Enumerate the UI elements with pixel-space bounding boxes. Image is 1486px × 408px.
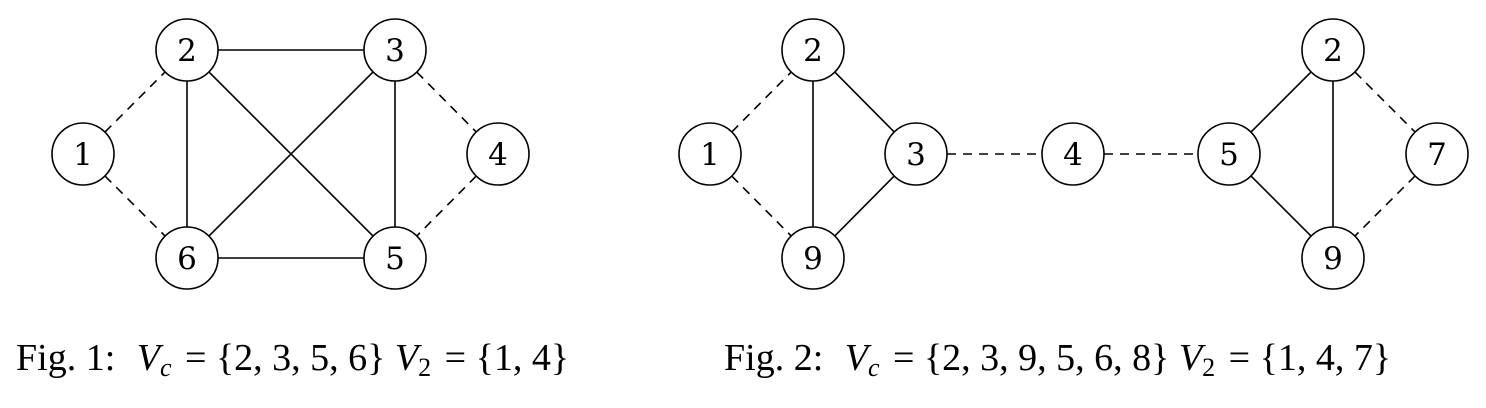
edge-3-9a: [834, 175, 895, 237]
node-label: 9: [803, 241, 823, 277]
edge-5-2b: [1250, 71, 1312, 133]
v2-variable: V: [394, 337, 419, 379]
node-label: 1: [73, 137, 93, 173]
vc-subscript: c: [159, 353, 172, 382]
node-label: 6: [177, 241, 197, 277]
node-circle: [155, 226, 219, 290]
node-label: 2: [803, 33, 823, 69]
node-3: 3: [884, 122, 948, 186]
node-9b: 9: [1301, 226, 1365, 290]
figure-2-graph: 2 1 3 9 4 5 2 7 9: [678, 18, 1469, 290]
node-label: 7: [1427, 137, 1447, 173]
node-label: 5: [385, 241, 405, 277]
figure-2-caption-label: Fig. 2:: [724, 337, 824, 379]
node-label: 3: [385, 33, 405, 69]
node-circle: [781, 18, 845, 82]
node-2a: 2: [781, 18, 845, 82]
node-1: 1: [51, 122, 115, 186]
v2-variable: V: [1178, 337, 1203, 379]
vc-variable: V: [844, 337, 868, 379]
v2-subscript: 2: [1202, 353, 1216, 382]
node-6: 6: [155, 226, 219, 290]
node-label: 9: [1323, 241, 1343, 277]
node-circle: [155, 18, 219, 82]
node-circle: [884, 122, 948, 186]
node-circle: [363, 226, 427, 290]
node-circle: [1301, 18, 1365, 82]
edge-2a-3: [834, 71, 895, 133]
vc-subscript: c: [867, 353, 880, 382]
edge-4-5: [416, 175, 477, 237]
node-label: 4: [488, 137, 508, 173]
node-label: 4: [1063, 137, 1083, 173]
node-4: 4: [1041, 122, 1105, 186]
edge-7-9b: [1354, 175, 1416, 237]
node-circle: [1041, 122, 1105, 186]
node-circle: [678, 122, 742, 186]
vc-set: = {2, 3, 5, 6}: [185, 337, 386, 379]
node-7: 7: [1405, 122, 1469, 186]
node-3: 3: [363, 18, 427, 82]
node-label: 3: [906, 137, 926, 173]
node-label: 2: [1323, 33, 1343, 69]
node-label: 5: [1219, 137, 1239, 173]
node-1: 1: [678, 122, 742, 186]
node-circle: [1301, 226, 1365, 290]
vc-set: = {2, 3, 9, 5, 6, 8}: [893, 337, 1170, 379]
figure-1-caption: Fig. 1: Vc = {2, 3, 5, 6} V2 = {1, 4}: [16, 336, 569, 383]
edge-3-4: [416, 71, 477, 133]
edge-1-2: [104, 71, 166, 133]
node-circle: [1197, 122, 1261, 186]
node-5: 5: [1197, 122, 1261, 186]
node-circle: [1405, 122, 1469, 186]
figure-2-caption: Fig. 2: Vc = {2, 3, 9, 5, 6, 8} V2 = {1,…: [724, 336, 1391, 383]
edge-1-6: [104, 175, 166, 237]
node-circle: [466, 122, 530, 186]
edge-5-9b: [1250, 175, 1312, 237]
node-5: 5: [363, 226, 427, 290]
node-4: 4: [466, 122, 530, 186]
node-2: 2: [155, 18, 219, 82]
node-9a: 9: [781, 226, 845, 290]
figure-1-graph: 2 3 1 4 6 5: [51, 18, 530, 290]
node-circle: [363, 18, 427, 82]
figure-1-caption-label: Fig. 1:: [16, 337, 116, 379]
node-label: 2: [177, 33, 197, 69]
v2-set: = {1, 4, 7}: [1228, 337, 1392, 379]
node-label: 1: [700, 137, 720, 173]
node-circle: [781, 226, 845, 290]
edge-3-6: [208, 71, 374, 237]
node-circle: [51, 122, 115, 186]
edge-1-2a: [731, 71, 792, 133]
v2-subscript: 2: [418, 353, 432, 382]
edge-1-9a: [731, 175, 792, 237]
edge-2b-7: [1354, 71, 1416, 133]
v2-set: = {1, 4}: [444, 337, 570, 379]
node-2b: 2: [1301, 18, 1365, 82]
vc-variable: V: [136, 337, 160, 379]
